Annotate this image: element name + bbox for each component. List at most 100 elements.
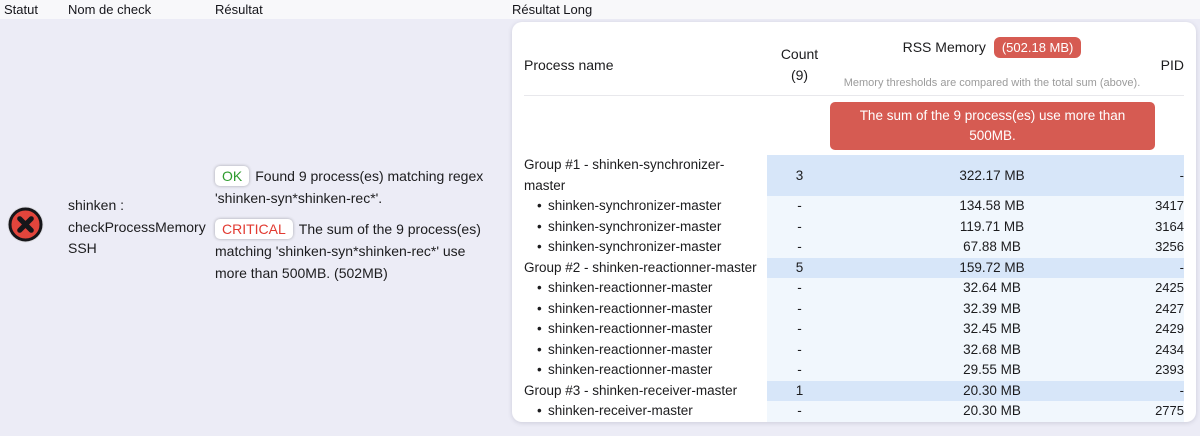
process-name-text: shinken-synchronizer-master [548, 198, 722, 213]
pid-cell: 2434 [1152, 339, 1184, 360]
count-cell: - [767, 237, 832, 258]
pid-cell: - [1152, 257, 1184, 278]
process-name-text: shinken-receiver-master [548, 403, 693, 418]
count-header: Count (9) [767, 44, 832, 86]
process-name-cell: • shinken-reactionner-master [524, 299, 767, 320]
process-name-text: shinken-reactionner-master [548, 280, 713, 295]
table-row: •shinken-reactionner-master - 29.55 MB 2… [524, 360, 1184, 381]
process-name-header: Process name [524, 56, 614, 73]
memory-cell: 159.72 MB [832, 257, 1152, 278]
bullet-icon: • [537, 218, 542, 234]
process-name-cell: • shinken-reactionner-master [524, 319, 767, 340]
memory-cell: 32.64 MB [832, 278, 1152, 299]
bullet-icon: • [537, 403, 542, 418]
table-row: • shinken-synchronizer-master - 134.58 MB… [524, 196, 1184, 217]
count-cell: - [767, 401, 832, 422]
pid-cell: - [1152, 155, 1184, 196]
count-cell: 3 [767, 155, 832, 196]
process-name-cell: • shinken-reactionner-master [524, 278, 767, 299]
bullet-icon: • [537, 321, 542, 336]
critical-badge: CRITICAL [215, 219, 293, 239]
ok-badge: OK [215, 166, 250, 186]
process-name-text: shinken-synchronizer-master [548, 239, 722, 254]
bullet-icon: • [537, 239, 542, 254]
pid-cell: 3417 [1152, 196, 1184, 217]
pid-cell: 2393 [1152, 360, 1184, 381]
ok-message: Found 9 process(es) matching regex 'shin… [215, 168, 484, 206]
count-cell: - [767, 319, 832, 340]
bullet-icon: • [537, 341, 542, 357]
count-cell: - [767, 196, 832, 217]
rss-memory-total-badge: (502.18 MB) [993, 37, 1082, 58]
count-cell: - [767, 339, 832, 360]
process-name-text: shinken-reactionner-master [548, 300, 713, 316]
process-name-text: Group #3 - shinken-receiver-master [524, 382, 738, 398]
process-name-cell: • shinken-synchronizer-master [524, 217, 767, 238]
rss-memory-label: RSS Memory [902, 39, 986, 55]
table-row: • shinken-receiver-master - 20.30 MB 2775 [524, 401, 1184, 422]
table-row: • shinken-reactionner-master - 32.64 MB 2… [524, 278, 1184, 299]
count-cell: 1 [767, 380, 832, 401]
column-header-resultat: Résultat [215, 2, 263, 17]
process-table-header: Process name Count (9) RSS Memory (502.1… [524, 34, 1184, 96]
pid-cell: 2775 [1152, 401, 1184, 422]
long-result-card: Process name Count (9) RSS Memory (502.1… [512, 22, 1196, 422]
table-row: •Group #2 - shinken-reactionner-master 5… [524, 257, 1184, 279]
table-row: •shinken-synchronizer-master - 67.88 MB … [524, 237, 1184, 258]
process-name-cell: • shinken-receiver-master [524, 401, 767, 422]
pid-cell: - [1152, 380, 1184, 401]
bullet-icon: • [537, 362, 542, 377]
count-header-label: Count [780, 45, 819, 62]
process-name-text: shinken-synchronizer-master [548, 218, 722, 234]
memory-cell: 20.30 MB [832, 401, 1152, 422]
count-cell: - [767, 278, 832, 299]
memory-cell: 32.68 MB [832, 339, 1152, 360]
count-cell: - [767, 216, 832, 237]
count-cell: - [767, 360, 832, 381]
pid-header: PID [1160, 56, 1184, 73]
column-header-statut: Statut [4, 2, 38, 17]
process-name-cell: •Group #2 - shinken-reactionner-master [524, 258, 767, 279]
table-row: •Group #3 - shinken-receiver-master 1 20… [524, 380, 1184, 402]
table-row: • shinken-reactionner-master - 32.68 MB 2… [524, 339, 1184, 361]
memory-warning-banner: The sum of the 9 process(es) use more th… [830, 102, 1155, 150]
process-name-text: shinken-reactionner-master [548, 321, 713, 336]
memory-cell: 134.58 MB [832, 196, 1152, 217]
memory-cell: 119.71 MB [832, 216, 1152, 237]
count-cell: - [767, 298, 832, 319]
critical-status-icon [7, 206, 44, 243]
memory-cell: 32.45 MB [832, 319, 1152, 340]
memory-threshold-note: Memory thresholds are compared with the … [843, 77, 1141, 89]
memory-cell: 32.39 MB [832, 298, 1152, 319]
memory-cell: 67.88 MB [832, 237, 1152, 258]
process-name-text: Group #2 - shinken-reactionner-master [524, 259, 757, 275]
bullet-icon: • [537, 300, 542, 316]
pid-cell: 2425 [1152, 278, 1184, 299]
pid-cell: 2427 [1152, 298, 1184, 319]
table-row: •shinken-reactionner-master - 32.45 MB 2… [524, 319, 1184, 340]
process-name-text: shinken-reactionner-master [548, 341, 713, 357]
pid-cell: 3256 [1152, 237, 1184, 258]
process-name-text: shinken-reactionner-master [548, 362, 713, 377]
count-cell: 5 [767, 257, 832, 278]
memory-cell: 322.17 MB [832, 155, 1152, 196]
process-name-cell: •Group #1 - shinken-synchronizer-master [524, 155, 767, 196]
table-row: • shinken-synchronizer-master - 119.71 MB… [524, 216, 1184, 238]
process-name-cell: • shinken-reactionner-master [524, 340, 767, 361]
count-header-total: (9) [790, 66, 809, 83]
critical-message: The sum of the 9 process(es) matching 's… [215, 221, 481, 281]
process-name-cell: •Group #3 - shinken-receiver-master [524, 381, 767, 402]
process-name-cell: • shinken-reactionner-master [524, 360, 767, 381]
process-name-text: Group #1 - shinken-synchronizer-master [524, 157, 725, 193]
memory-cell: 20.30 MB [832, 380, 1152, 401]
process-name-cell: • shinken-synchronizer-master [524, 237, 767, 258]
column-header-nom-de-check: Nom de check [68, 2, 152, 17]
pid-cell: 3164 [1152, 216, 1184, 237]
bullet-icon: • [537, 280, 542, 295]
bullet-icon: • [537, 198, 542, 213]
process-name-cell: • shinken-synchronizer-master [524, 196, 767, 217]
